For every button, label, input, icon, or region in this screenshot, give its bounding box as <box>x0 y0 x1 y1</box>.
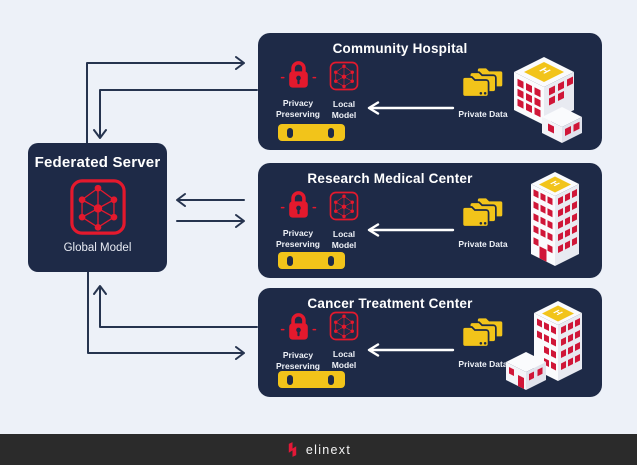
hospital1-to-server-arrow <box>93 89 258 139</box>
privacy-preserving-label: Privacy Preserving <box>276 228 320 250</box>
bar-slot <box>287 374 293 385</box>
hospital-building-icon: H <box>514 57 582 143</box>
privacy-preserving-group: Privacy Preserving <box>270 59 326 120</box>
privacy-preserving-group: Privacy Preserving <box>270 311 326 372</box>
model-update-bar <box>278 252 345 269</box>
local-model-group: Local Model <box>321 191 367 251</box>
private-data-group: Private Data <box>454 315 512 370</box>
data-flow-arrow <box>367 223 455 237</box>
panel-research-medical-center: Research Medical Center Privacy Preservi… <box>258 163 602 278</box>
neural-network-icon <box>329 191 359 221</box>
helipad-letter: H <box>548 180 562 188</box>
folders-icon <box>461 195 505 231</box>
local-model-group: Local Model <box>321 61 367 121</box>
local-model-label: Local Model <box>331 349 357 371</box>
neural-network-icon <box>329 311 359 341</box>
privacy-preserving-label: Privacy Preserving <box>276 98 320 120</box>
data-flow-arrow <box>367 343 455 357</box>
brand-name: elinext <box>305 442 352 457</box>
model-update-bar <box>278 124 345 141</box>
private-data-label: Private Data <box>458 109 508 119</box>
bar-slot <box>287 127 293 138</box>
panel-title: Research Medical Center <box>307 171 473 186</box>
server-to-hospital3-arrow <box>87 270 245 360</box>
hospital3-to-server-arrow <box>93 285 258 328</box>
private-data-group: Private Data <box>454 65 512 120</box>
hospital2-to-server-arrow <box>176 193 245 207</box>
lock-icon <box>280 189 317 220</box>
lock-icon <box>280 59 317 90</box>
server-to-hospital1-arrow <box>86 56 245 144</box>
footer-bar: elinext <box>0 434 637 465</box>
helipad-letter: H <box>551 309 565 317</box>
panel-title: Cancer Treatment Center <box>307 296 473 311</box>
data-flow-arrow <box>367 101 455 115</box>
bar-slot <box>328 255 334 266</box>
global-model-label: Global Model <box>63 242 132 254</box>
bar-slot <box>328 374 334 385</box>
panel-community-hospital: Community Hospital Privacy Preserving Lo… <box>258 33 602 150</box>
panel-title: Community Hospital <box>332 41 468 56</box>
private-data-label: Private Data <box>458 239 508 249</box>
global-model-neural-network-icon <box>69 178 127 236</box>
server-to-hospital2-arrow <box>176 214 245 228</box>
folders-icon <box>461 65 505 101</box>
local-model-label: Local Model <box>331 229 357 251</box>
lock-icon <box>280 311 317 342</box>
clinic-building-icon: H <box>506 301 582 390</box>
neural-network-icon <box>329 61 359 91</box>
tower-building-icon: H <box>531 172 579 266</box>
helipad-letter: H <box>536 67 552 76</box>
bar-slot <box>287 255 293 266</box>
private-data-group: Private Data <box>454 195 512 250</box>
privacy-preserving-label: Privacy Preserving <box>276 350 320 372</box>
elinext-logo-icon <box>288 442 297 457</box>
folders-icon <box>461 315 505 351</box>
panel-cancer-treatment-center: Cancer Treatment Center Privacy Preservi… <box>258 288 602 397</box>
privacy-preserving-group: Privacy Preserving <box>270 189 326 250</box>
private-data-label: Private Data <box>458 359 508 369</box>
local-model-label: Local Model <box>331 99 357 121</box>
federated-server-title: Federated Server <box>34 154 161 171</box>
bar-slot <box>328 127 334 138</box>
model-update-bar <box>278 371 345 388</box>
federated-server-box: Federated Server Global Model <box>28 143 167 272</box>
local-model-group: Local Model <box>321 311 367 371</box>
